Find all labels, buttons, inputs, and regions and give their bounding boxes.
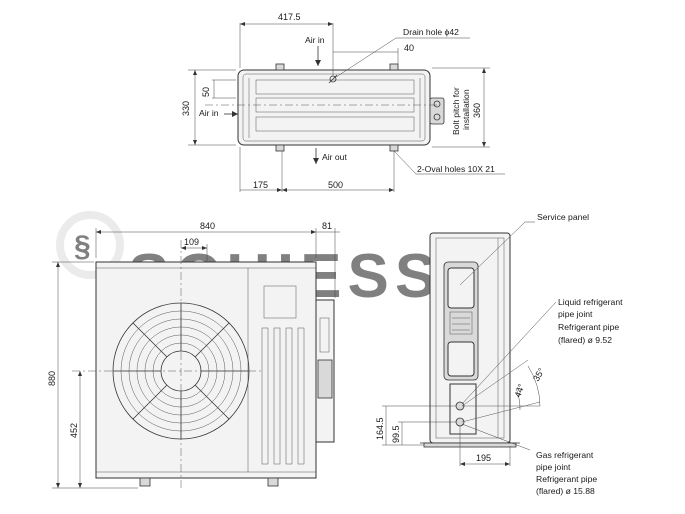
label-bolt-pitch-1: Bolt pitch for (451, 87, 461, 135)
label-air-in-top: Air in (305, 35, 325, 45)
front-view: 840 81 109 880 452 (47, 221, 340, 490)
label-air-in-left: Air in (199, 108, 219, 118)
label-gas-4: (flared) ø 15.88 (536, 486, 595, 496)
dim-360: 360 (472, 103, 482, 118)
label-air-out: Air out (322, 152, 347, 162)
dim-452: 452 (69, 423, 79, 438)
label-drain-hole: Drain hole ϕ42 (403, 27, 459, 37)
label-oval-holes: 2-Oval holes 10X 21 (417, 164, 495, 174)
label-gas-2: pipe joint (536, 462, 571, 472)
dim-500: 500 (328, 180, 343, 190)
dim-164-5: 164.5 (375, 417, 385, 440)
angle-44: 44° (512, 382, 526, 399)
label-bolt-pitch-2: installation (461, 89, 471, 130)
dim-417-5: 417.5 (278, 12, 301, 22)
side-view: Service panel Liquid refrigerant pipe jo… (375, 212, 623, 496)
label-gas-3: Refrigerant pipe (536, 474, 597, 484)
dim-40: 40 (404, 43, 414, 53)
label-gas-1: Gas refrigerant (536, 450, 594, 460)
front-view-service-window (263, 285, 297, 319)
dim-109: 109 (184, 237, 199, 247)
label-service-panel: Service panel (537, 212, 589, 222)
dim-330: 330 (181, 101, 191, 116)
dim-81: 81 (322, 221, 332, 231)
dim-880: 880 (47, 371, 57, 386)
dim-840: 840 (200, 221, 215, 231)
dim-175: 175 (253, 180, 268, 190)
label-liquid-4: (flared) ø 9.52 (558, 335, 612, 345)
label-liquid-2: pipe joint (558, 309, 593, 319)
label-liquid-3: Refrigerant pipe (558, 322, 619, 332)
dim-195: 195 (476, 453, 491, 463)
front-view-unit-body (95, 261, 317, 479)
watermark-logo-mark: § (74, 230, 97, 263)
angle-35: 35° (531, 366, 547, 383)
top-view-unit-body (237, 69, 431, 146)
top-view-valve-block (429, 97, 445, 125)
top-view: 417.5 Drain hole ϕ42 40 Air in Air in Ai… (181, 12, 505, 192)
dim-50: 50 (201, 87, 211, 97)
label-liquid-1: Liquid refrigerant (558, 297, 623, 307)
dim-99-5: 99.5 (391, 425, 401, 443)
